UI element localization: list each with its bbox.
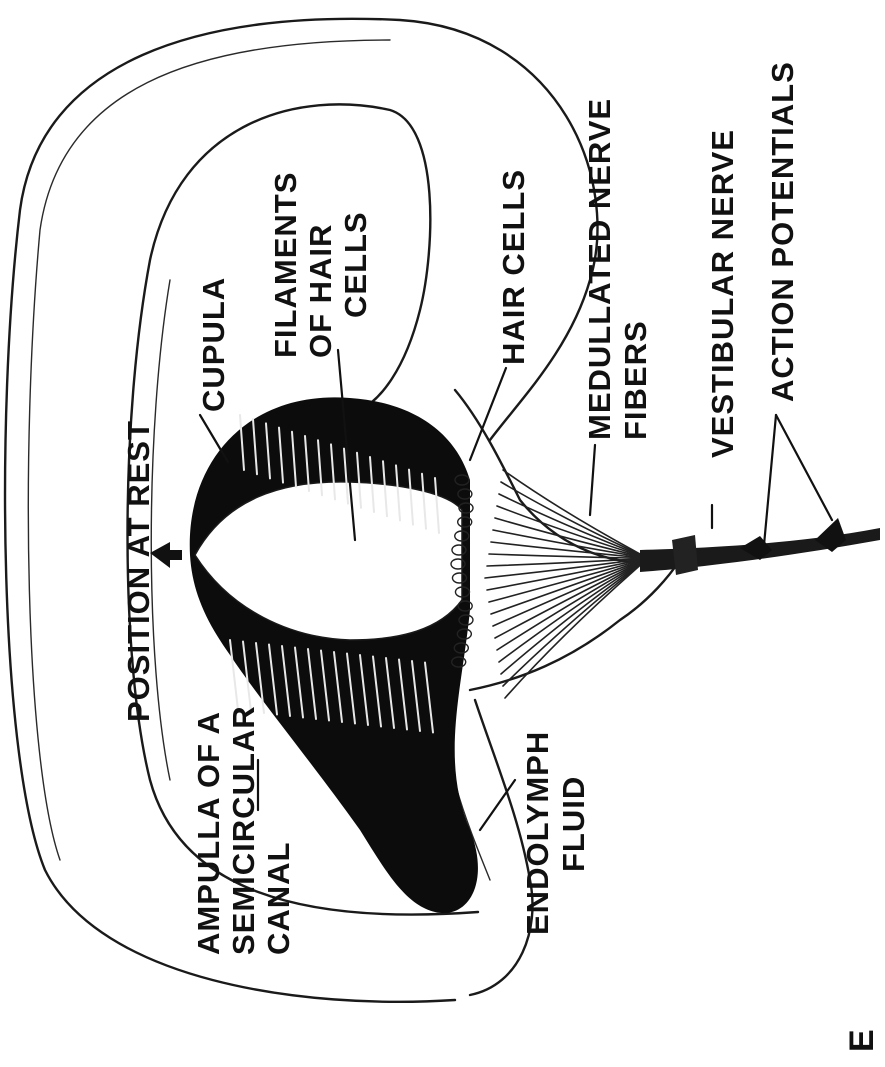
nerve-fibers — [485, 470, 640, 698]
nerve-fiber — [503, 470, 640, 554]
leader-hair-cells — [470, 368, 506, 460]
label-cupula: CUPULA — [196, 277, 231, 412]
label-filaments-line-3: CELLS — [338, 211, 373, 318]
label-medullated-line-2: FIBERS — [618, 320, 653, 440]
leader-cupula — [200, 415, 228, 462]
label-ampulla-line-3: CANAL — [261, 842, 296, 956]
nerve-fiber — [497, 563, 640, 650]
label-vestibular-nerve: VESTIBULAR NERVE — [705, 129, 740, 458]
label-ampulla-line-1: AMPULLA OF A — [191, 711, 226, 955]
label-hair-cells: HAIR CELLS — [496, 169, 531, 365]
leader-action-potential-2 — [776, 415, 832, 520]
leader-action-potential-1 — [764, 415, 776, 545]
label-filaments-line-2: OF HAIR — [303, 224, 338, 358]
label-endolymph-line-2: FLUID — [556, 776, 591, 872]
label-action-potentials: ACTION POTENTIALS — [765, 61, 800, 402]
label-medullated-line-1: MEDULLATED NERVE — [582, 98, 617, 440]
nerve-fiber — [493, 562, 640, 626]
leader-medullated — [590, 445, 595, 515]
label-endolymph-line-1: ENDOLYMPH — [520, 731, 555, 935]
label-ampulla-line-2: SEMICIRCULAR — [226, 705, 261, 955]
nerve-fiber — [499, 564, 640, 662]
leader-endolymph — [480, 780, 515, 830]
panel-letter: E — [843, 1029, 881, 1052]
nerve-bulge — [672, 535, 698, 575]
label-position-at-rest: POSITION AT REST — [121, 420, 156, 722]
label-filaments-line-1: FILAMENTS — [268, 172, 303, 358]
